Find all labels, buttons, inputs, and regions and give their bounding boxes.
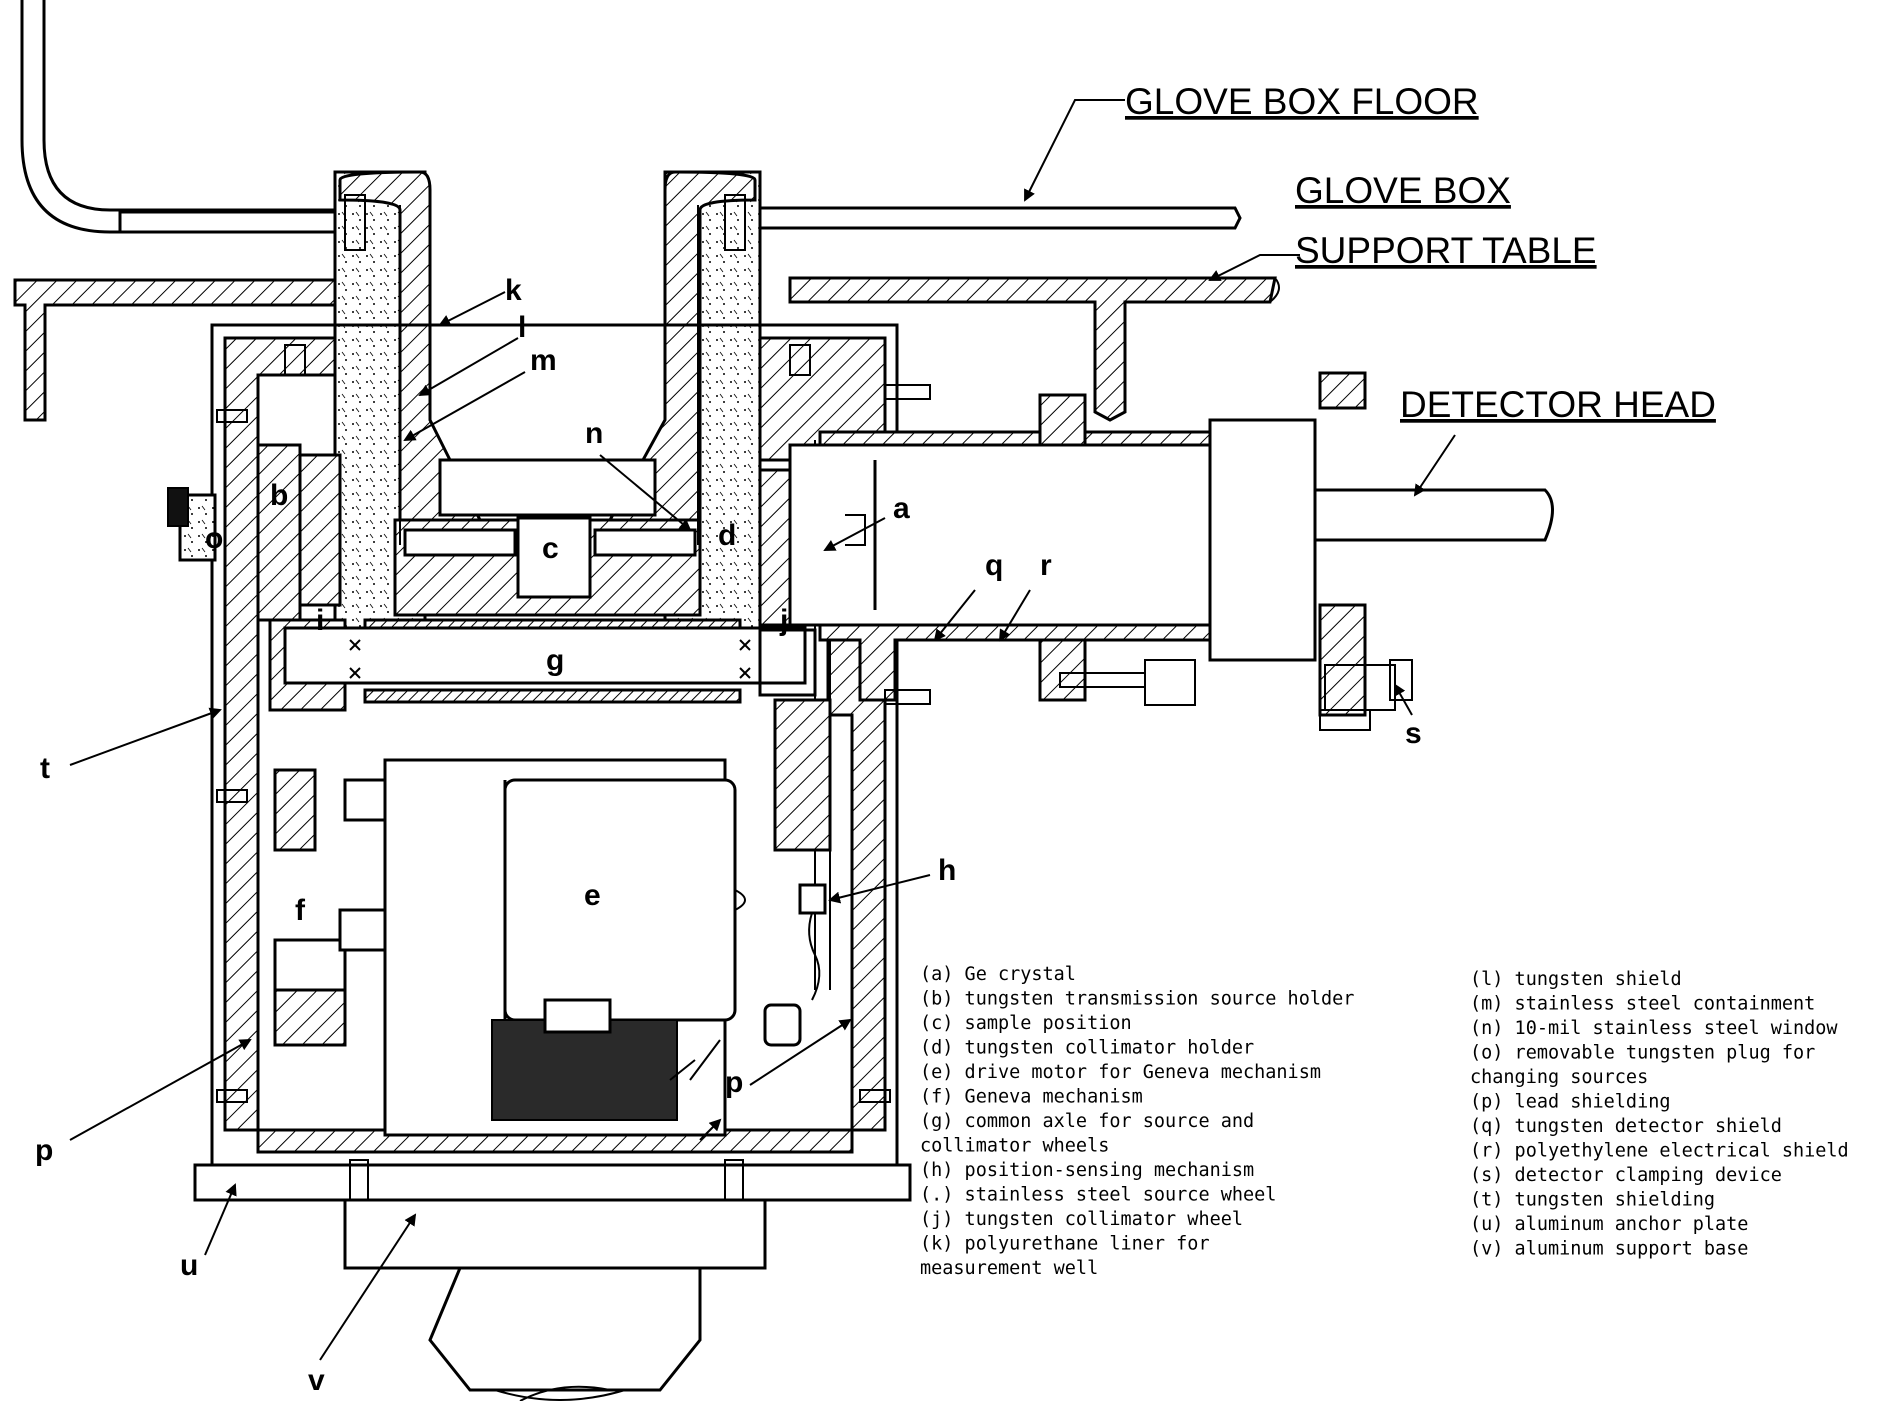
legend-entry: (a) Ge crystal [920, 964, 1076, 985]
legend-entry: (b) tungsten transmission source holder [920, 989, 1354, 1010]
legend-entry: (m) stainless steel containment [1470, 994, 1815, 1015]
callout-k: k [505, 274, 522, 307]
legend-entry: (u) aluminum anchor plate [1470, 1214, 1748, 1235]
title-detector-head: DETECTOR HEAD [1400, 384, 1716, 425]
callout-n: n [585, 417, 603, 450]
common-axle [283, 618, 807, 704]
legend-entry: (v) aluminum support base [1470, 1239, 1748, 1260]
callout-r: r [1040, 549, 1052, 582]
legend-entry: (h) position-sensing mechanism [920, 1160, 1254, 1181]
legend-entry: (t) tungsten shielding [1470, 1190, 1715, 1211]
legend-entry: (o) removable tungsten plug for [1470, 1043, 1815, 1064]
callout-b: b [270, 479, 288, 512]
callout-c: c [542, 532, 559, 565]
measurement-well [333, 170, 762, 632]
legend-entry: measurement well [920, 1258, 1098, 1279]
legend-entry: (g) common axle for source and [920, 1111, 1254, 1132]
leader-lines [69, 99, 1456, 1361]
callout-s: s [1405, 717, 1422, 750]
callout-j: j [779, 604, 788, 637]
callout-l: l [518, 311, 526, 344]
callout-f: f [295, 894, 306, 927]
callout-h: h [938, 854, 956, 887]
callout-a: a [893, 492, 910, 525]
legend-entry: (c) sample position [920, 1013, 1132, 1034]
callout-labels: a b c d e f g h i j k l m n o p p q r s … [35, 274, 1422, 1397]
legend-entry: (.) stainless steel source wheel [920, 1185, 1276, 1206]
drive-motor [383, 758, 746, 1137]
callout-v: v [308, 1364, 325, 1397]
detector-assembly [788, 371, 1554, 717]
legend-entry: (p) lead shielding [1470, 1092, 1670, 1113]
callout-o: o [205, 522, 223, 555]
callout-g: g [546, 644, 564, 677]
title-support-table: SUPPORT TABLE [1295, 230, 1597, 271]
bolt-set [216, 194, 1413, 1201]
legend-entry: (n) 10-mil stainless steel window [1470, 1018, 1838, 1039]
legend-right: (l) tungsten shield (m) stainless steel c… [1470, 969, 1849, 1260]
callout-i: i [316, 604, 324, 637]
callout-u: u [180, 1249, 198, 1282]
legend-entry: (r) polyethylene electrical shield [1470, 1141, 1849, 1162]
support-table [13, 276, 1280, 422]
legend-entry: (q) tungsten detector shield [1470, 1116, 1782, 1137]
legend-entry: (k) polyurethane liner for [920, 1234, 1210, 1255]
callout-m: m [530, 344, 557, 377]
legend-entry: (s) detector clamping device [1470, 1165, 1782, 1186]
conduit-pipe [20, 0, 335, 234]
legend-entry: (j) tungsten collimator wheel [920, 1209, 1243, 1230]
legend-entry: changing sources [1470, 1067, 1648, 1088]
legend-entry: collimator wheels [920, 1136, 1109, 1157]
callout-q: q [985, 549, 1003, 582]
callout-t: t [40, 752, 50, 785]
title-glove-box: GLOVE BOX [1295, 170, 1511, 211]
callout-p-center: p [725, 1066, 743, 1099]
callout-p-left: p [35, 1134, 53, 1167]
legend-entry: (e) drive motor for Geneva mechanism [920, 1062, 1321, 1083]
title-glove-box-floor: GLOVE BOX FLOOR [1125, 81, 1479, 122]
legend-entry: (f) Geneva mechanism [920, 1087, 1143, 1108]
callout-d: d [718, 519, 736, 552]
legend-entry: (d) tungsten collimator holder [920, 1038, 1254, 1059]
callout-e: e [584, 879, 601, 912]
legend-left: (a) Ge crystal (b) tungsten transmission … [920, 964, 1354, 1279]
legend-entry: (l) tungsten shield [1470, 969, 1682, 990]
